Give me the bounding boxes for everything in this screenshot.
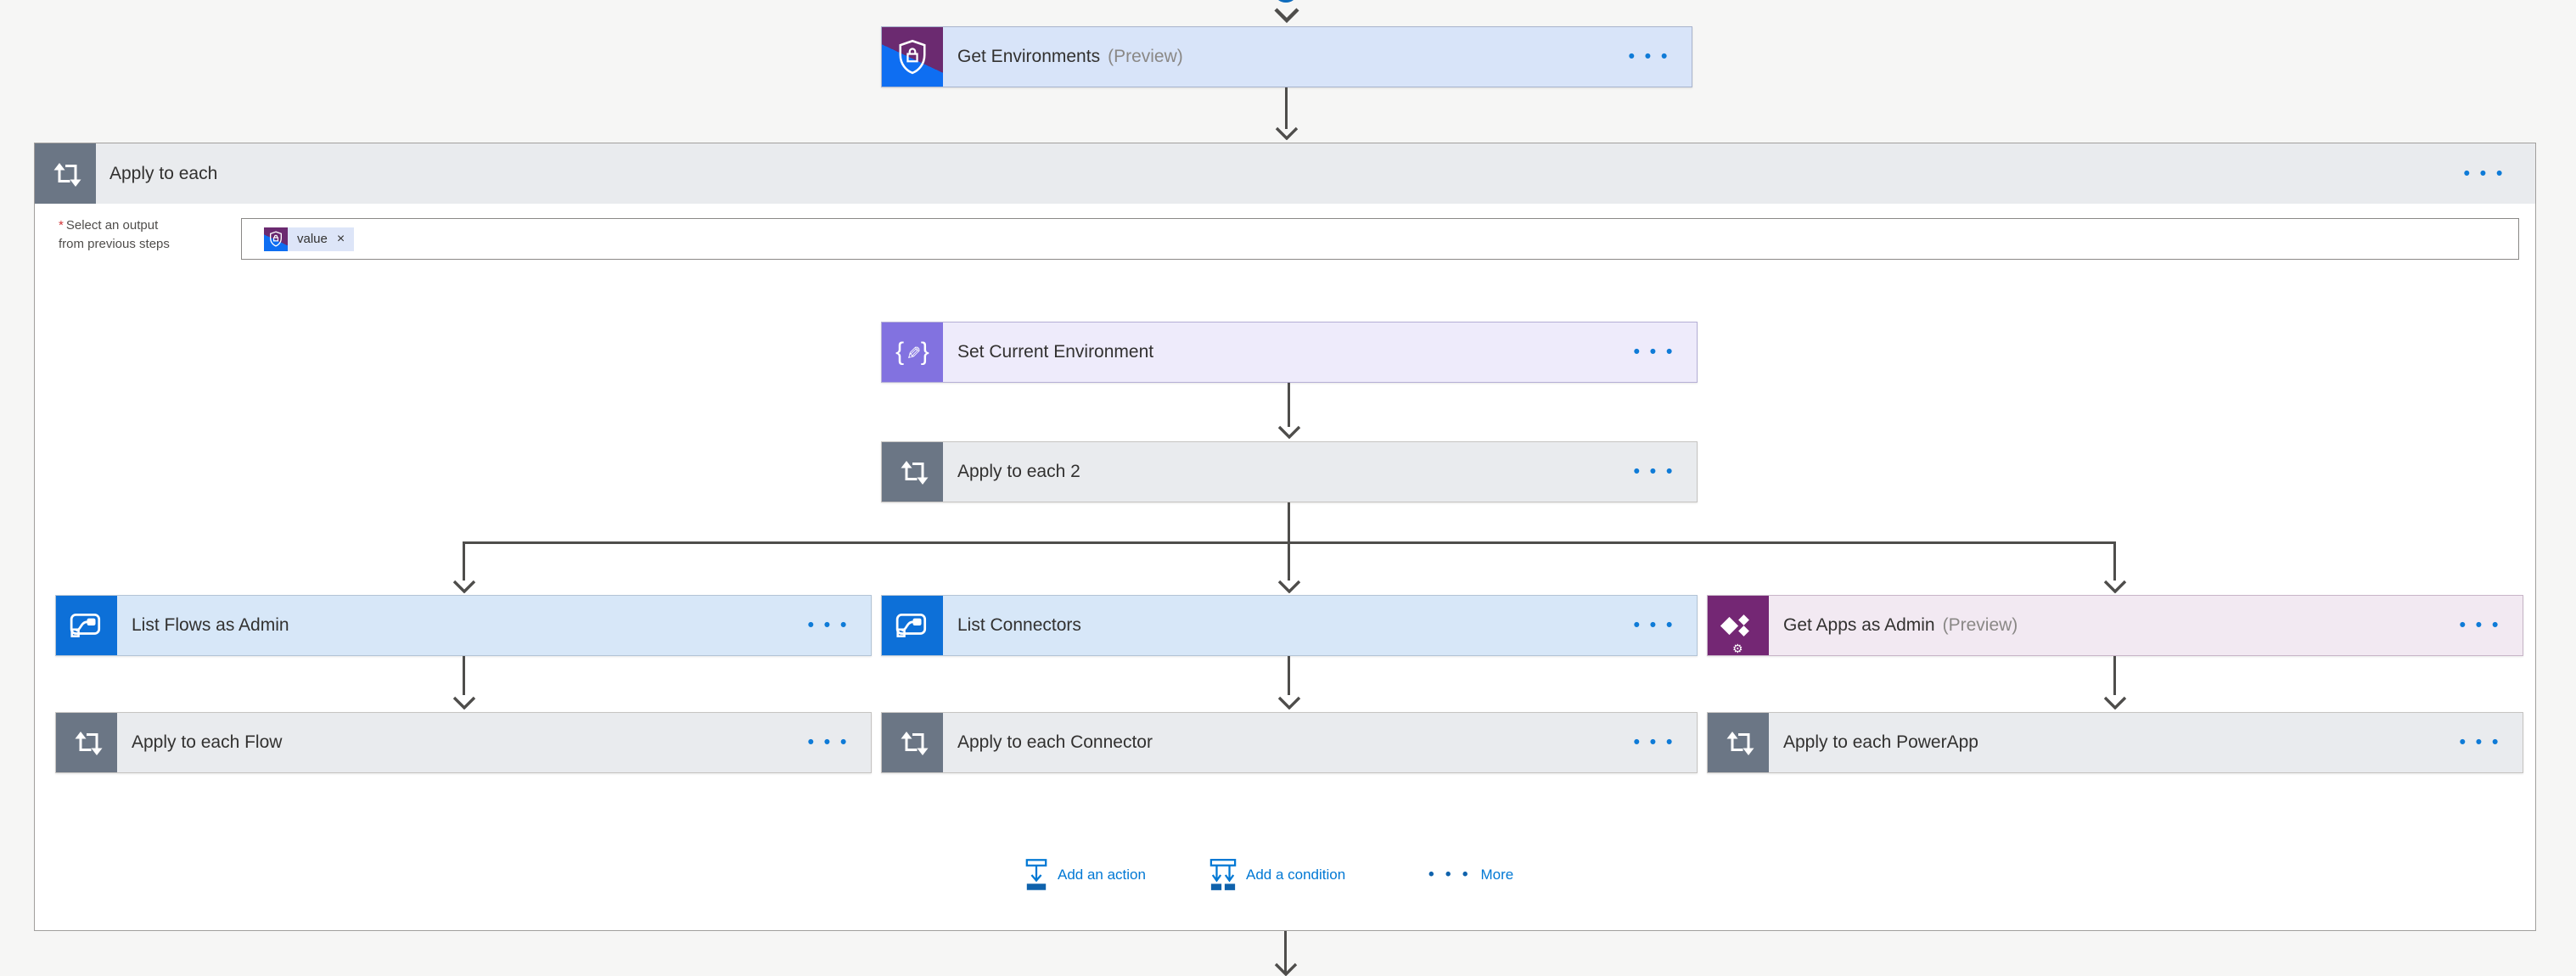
connector-arrow — [1274, 962, 1298, 976]
connector-arrow — [1274, 8, 1299, 24]
action-menu-button[interactable]: • • • — [1633, 615, 1675, 635]
add-action-label: Add an action — [1058, 867, 1146, 883]
required-marker: * — [59, 218, 64, 233]
action-menu-button[interactable]: • • • — [2459, 615, 2501, 635]
action-title-text: List Connectors — [957, 615, 1081, 635]
action-title-text: Set Current Environment — [957, 342, 1154, 362]
apply-to-each-loop-icon — [56, 713, 117, 772]
preview-badge: (Preview) — [1942, 615, 2018, 635]
add-condition-button[interactable]: Add a condition — [1209, 856, 1345, 894]
token-label: value — [297, 232, 328, 246]
token-body: value × — [288, 227, 355, 251]
action-title-text: Apply to each PowerApp — [1783, 732, 1978, 752]
gear-icon: ⚙ — [1732, 642, 1743, 655]
action-title-text: Get Environments — [957, 47, 1101, 66]
action-title-text: List Flows as Admin — [132, 615, 289, 635]
action-menu-button[interactable]: • • • — [807, 732, 850, 752]
power-platform-admin-shield-icon — [882, 27, 943, 87]
add-action-button[interactable]: Add an action — [1024, 856, 1146, 894]
action-card-apply-to-each-flow[interactable]: Apply to each Flow • • • — [55, 712, 872, 773]
action-title-text: Apply to each Connector — [957, 732, 1153, 752]
apply-to-each-loop-icon — [1708, 713, 1769, 772]
connector-arrow — [2103, 696, 2127, 710]
action-card-apply-to-each-2[interactable]: Apply to each 2 • • • — [881, 441, 1698, 502]
add-condition-label: Add a condition — [1246, 867, 1346, 883]
action-title: Get Environments (Preview) — [943, 27, 1607, 87]
connector-line — [1284, 931, 1287, 973]
more-dots-icon: • • • — [1428, 866, 1472, 883]
connector-arrow — [1277, 580, 1301, 593]
more-button[interactable]: • • • More — [1428, 856, 1513, 894]
action-card-apply-to-each-connector[interactable]: Apply to each Connector • • • — [881, 712, 1698, 773]
connector-line — [2113, 541, 2116, 581]
add-condition-icon — [1209, 858, 1237, 890]
action-title: Get Apps as Admin (Preview) — [1769, 596, 2438, 655]
action-card-list-flows-as-admin[interactable]: List Flows as Admin • • • — [55, 595, 872, 656]
connector-arrow — [1275, 126, 1299, 140]
power-automate-flow-icon — [56, 596, 117, 655]
connector-line — [1288, 656, 1290, 695]
select-output-input[interactable]: value × — [241, 218, 2519, 260]
value-token: value × — [264, 227, 355, 251]
action-title-text: Get Apps as Admin — [1783, 615, 1935, 635]
insert-step-button[interactable] — [1273, 0, 1299, 3]
action-card-get-apps-as-admin[interactable]: ⚙ Get Apps as Admin (Preview) • • • — [1707, 595, 2523, 656]
connector-arrow — [452, 696, 476, 710]
action-menu-button[interactable]: • • • — [1628, 47, 1670, 66]
connector-line — [1288, 383, 1290, 427]
power-automate-flow-icon — [882, 596, 943, 655]
apply-to-each-loop-icon — [882, 442, 943, 502]
connector-line — [2113, 656, 2116, 695]
more-label: More — [1480, 867, 1514, 883]
connector-arrow — [452, 580, 476, 593]
scope-menu-button[interactable]: • • • — [2463, 163, 2506, 183]
powerapps-icon: ⚙ — [1708, 596, 1769, 655]
connector-arrow — [2103, 580, 2127, 593]
apply-to-each-loop-icon — [882, 713, 943, 772]
action-menu-button[interactable]: • • • — [807, 615, 850, 635]
connector-arrow — [1277, 425, 1301, 439]
preview-badge: (Preview) — [1108, 47, 1183, 66]
action-menu-button[interactable]: • • • — [1633, 342, 1675, 362]
action-card-list-connectors[interactable]: List Connectors • • • — [881, 595, 1698, 656]
add-action-icon — [1025, 859, 1047, 890]
action-menu-button[interactable]: • • • — [1633, 462, 1675, 481]
action-card-set-current-environment[interactable]: {✎} Set Current Environment • • • — [881, 322, 1698, 383]
scope-title: Apply to each — [109, 163, 218, 183]
connector-line — [1288, 502, 1290, 541]
apply-to-each-loop-icon — [35, 143, 96, 204]
connector-line — [463, 541, 2115, 544]
token-shield-icon — [264, 227, 288, 251]
action-title-text: Apply to each Flow — [132, 732, 283, 752]
select-output-label: *Select an output from previous steps — [59, 218, 170, 251]
connector-line — [463, 541, 465, 581]
scope-apply-to-each: Apply to each • • • *Select an output fr… — [34, 143, 2536, 931]
action-card-get-environments[interactable]: Get Environments (Preview) • • • — [881, 26, 1692, 87]
connector-line — [463, 656, 465, 695]
action-card-apply-to-each-powerapp[interactable]: Apply to each PowerApp • • • — [1707, 712, 2523, 773]
action-title-text: Apply to each 2 — [957, 462, 1080, 481]
connector-line — [1285, 87, 1288, 129]
scope-card-apply-to-each[interactable]: Apply to each • • • — [35, 143, 2535, 204]
set-variable-icon: {✎} — [882, 323, 943, 382]
connector-line — [1288, 544, 1290, 581]
action-menu-button[interactable]: • • • — [2459, 732, 2501, 752]
connector-arrow — [1277, 696, 1301, 710]
action-menu-button[interactable]: • • • — [1633, 732, 1675, 752]
token-remove-button[interactable]: × — [336, 231, 345, 246]
